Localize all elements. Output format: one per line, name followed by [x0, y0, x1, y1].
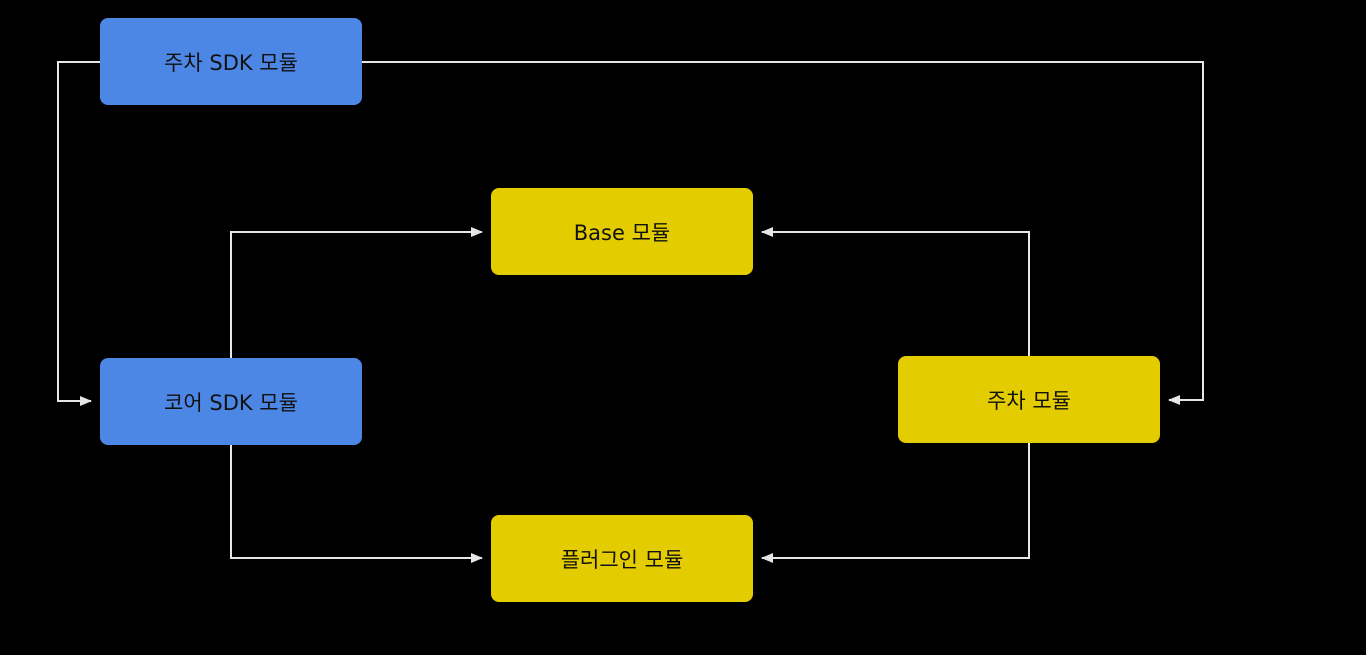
node-plugin-module: 플러그인 모듈 [491, 515, 753, 602]
node-core-sdk-module: 코어 SDK 모듈 [100, 358, 362, 445]
node-label: 주차 모듈 [987, 388, 1071, 413]
edge-core-sdk-to-base [230, 227, 483, 358]
edge-parking-sdk-to-parking [362, 61, 1204, 405]
edge-parking-to-base [761, 227, 1030, 356]
node-parking-sdk-module: 주차 SDK 모듈 [100, 18, 362, 105]
node-parking-module: 주차 모듈 [898, 356, 1160, 443]
edge-core-sdk-to-plugin [230, 445, 483, 563]
edge-parking-to-plugin [761, 443, 1030, 563]
node-label: 플러그인 모듈 [560, 547, 684, 572]
edge-parking-sdk-to-core-sdk [57, 61, 100, 406]
node-base-module: Base 모듈 [491, 188, 753, 275]
node-label: Base 모듈 [573, 220, 671, 245]
node-label: 코어 SDK 모듈 [164, 390, 298, 415]
node-label: 주차 SDK 모듈 [164, 50, 298, 75]
